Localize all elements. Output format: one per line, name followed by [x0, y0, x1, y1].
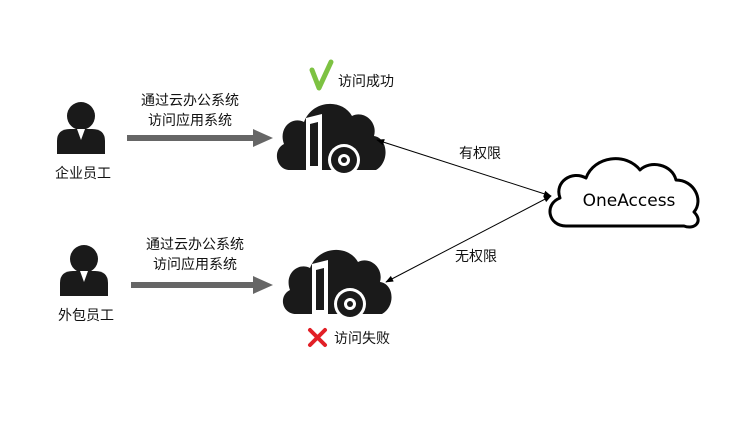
employee-person-icon [57, 102, 105, 154]
permission-link-bottom [385, 195, 552, 283]
failure-text: 访问失败 [334, 331, 390, 347]
contractor-arrow-text-line2: 访问应用系统 [153, 256, 237, 273]
success-text: 访问成功 [338, 74, 394, 90]
app-server-cloud-icon [282, 249, 392, 320]
oneaccess-cloud: OneAccess [548, 157, 700, 229]
contractor-label: 外包员工 [58, 308, 114, 324]
app-server-cloud-icon [276, 103, 386, 176]
contractor-arrow-text-line1: 通过云办公系统 [146, 237, 244, 253]
employee-arrow-text-line2: 访问应用系统 [148, 112, 232, 129]
contractor-access-arrow [131, 276, 273, 294]
cross-icon [308, 328, 327, 347]
permission-link-top [376, 139, 552, 197]
oneaccess-label: OneAccess [583, 191, 676, 211]
employee-access-arrow [127, 129, 273, 147]
employee-arrow-text-line1: 通过云办公系统 [141, 93, 239, 109]
check-icon [309, 59, 334, 91]
employee-label: 企业员工 [55, 165, 111, 182]
has-permission-label: 有权限 [459, 146, 501, 162]
contractor-person-icon [60, 245, 108, 296]
no-permission-label: 无权限 [455, 249, 497, 265]
oneaccess-cloud-icon [548, 157, 700, 229]
